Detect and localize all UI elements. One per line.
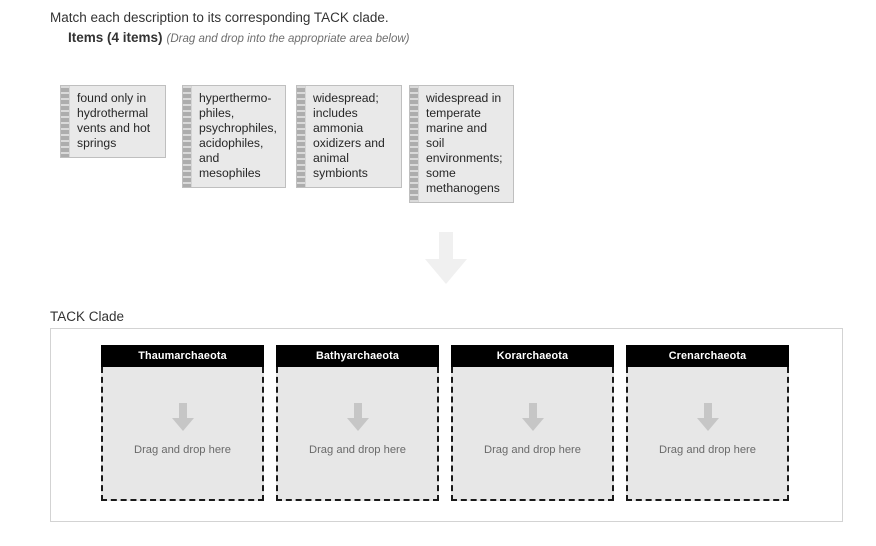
drop-placeholder-text: Drag and drop here [483,444,582,456]
items-tray: found only in hydrothermal vents and hot… [60,85,860,205]
drop-placeholder-text: Drag and drop here [308,444,407,456]
drop-placeholder-text: Drag and drop here [133,444,232,456]
drop-zone-title: Thaumarchaeota [101,345,264,367]
draggable-item-label: found only in hydrothermal vents and hot… [77,91,151,150]
draggable-item-2[interactable]: hyperthermo-philes, psychrophiles, acido… [182,85,286,188]
drop-placeholder: Drag and drop here [103,403,262,457]
arrow-down-small-icon [346,403,369,431]
drop-target-area[interactable]: Drag and drop here [101,367,264,501]
drag-handle-icon[interactable] [61,86,70,157]
draggable-item-1[interactable]: found only in hydrothermal vents and hot… [60,85,166,158]
drop-placeholder: Drag and drop here [453,403,612,457]
items-header: Items (4 items)(Drag and drop into the a… [68,29,409,48]
drop-zone-title: Crenarchaeota [626,345,789,367]
draggable-item-label: widespread in temperate marine and soil … [426,91,503,195]
draggable-item-label: hyperthermo-philes, psychrophiles, acido… [199,91,277,180]
drag-handle-icon[interactable] [183,86,192,187]
drop-placeholder: Drag and drop here [278,403,437,457]
drop-placeholder: Drag and drop here [628,403,787,457]
items-hint-text: (Drag and drop into the appropriate area… [166,33,410,45]
draggable-item-4[interactable]: widespread in temperate marine and soil … [409,85,514,203]
arrow-down-icon [425,232,467,284]
arrow-down-small-icon [696,403,719,431]
draggable-item-3[interactable]: widespread; includes ammonia oxidizers a… [296,85,402,188]
drop-target-area[interactable]: Drag and drop here [451,367,614,501]
drop-placeholder-text: Drag and drop here [658,444,757,456]
items-count-label: Items (4 items) [68,30,163,45]
drop-target-area[interactable]: Drag and drop here [276,367,439,501]
drop-zone-title: Bathyarchaeota [276,345,439,367]
drag-handle-icon[interactable] [297,86,306,187]
draggable-item-label: widespread; includes ammonia oxidizers a… [313,91,385,180]
drag-handle-icon[interactable] [410,86,419,202]
drop-section-label: TACK Clade [50,309,125,324]
arrow-down-small-icon [521,403,544,431]
arrow-down-small-icon [171,403,194,431]
page-title: Match each description to its correspond… [50,10,389,25]
drop-target-area[interactable]: Drag and drop here [626,367,789,501]
drop-zone-title: Korarchaeota [451,345,614,367]
